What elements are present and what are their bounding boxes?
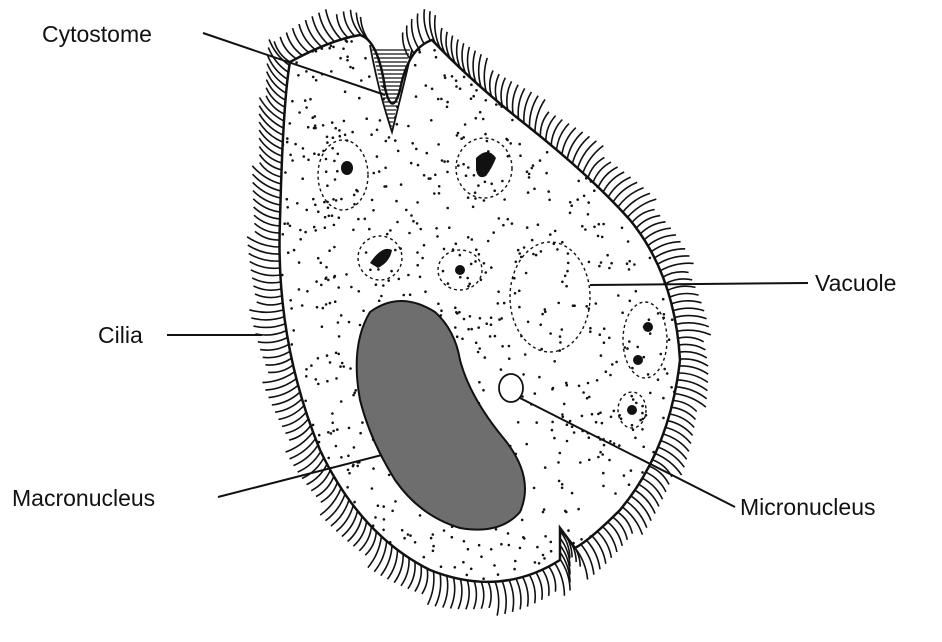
label-cytostome: Cytostome bbox=[42, 21, 152, 47]
label-vacuole: Vacuole bbox=[815, 270, 896, 296]
label-cilia: Cilia bbox=[98, 322, 143, 348]
micronucleus bbox=[499, 374, 523, 402]
label-micronucleus: Micronucleus bbox=[740, 494, 876, 520]
label-macronucleus: Macronucleus bbox=[12, 485, 155, 511]
